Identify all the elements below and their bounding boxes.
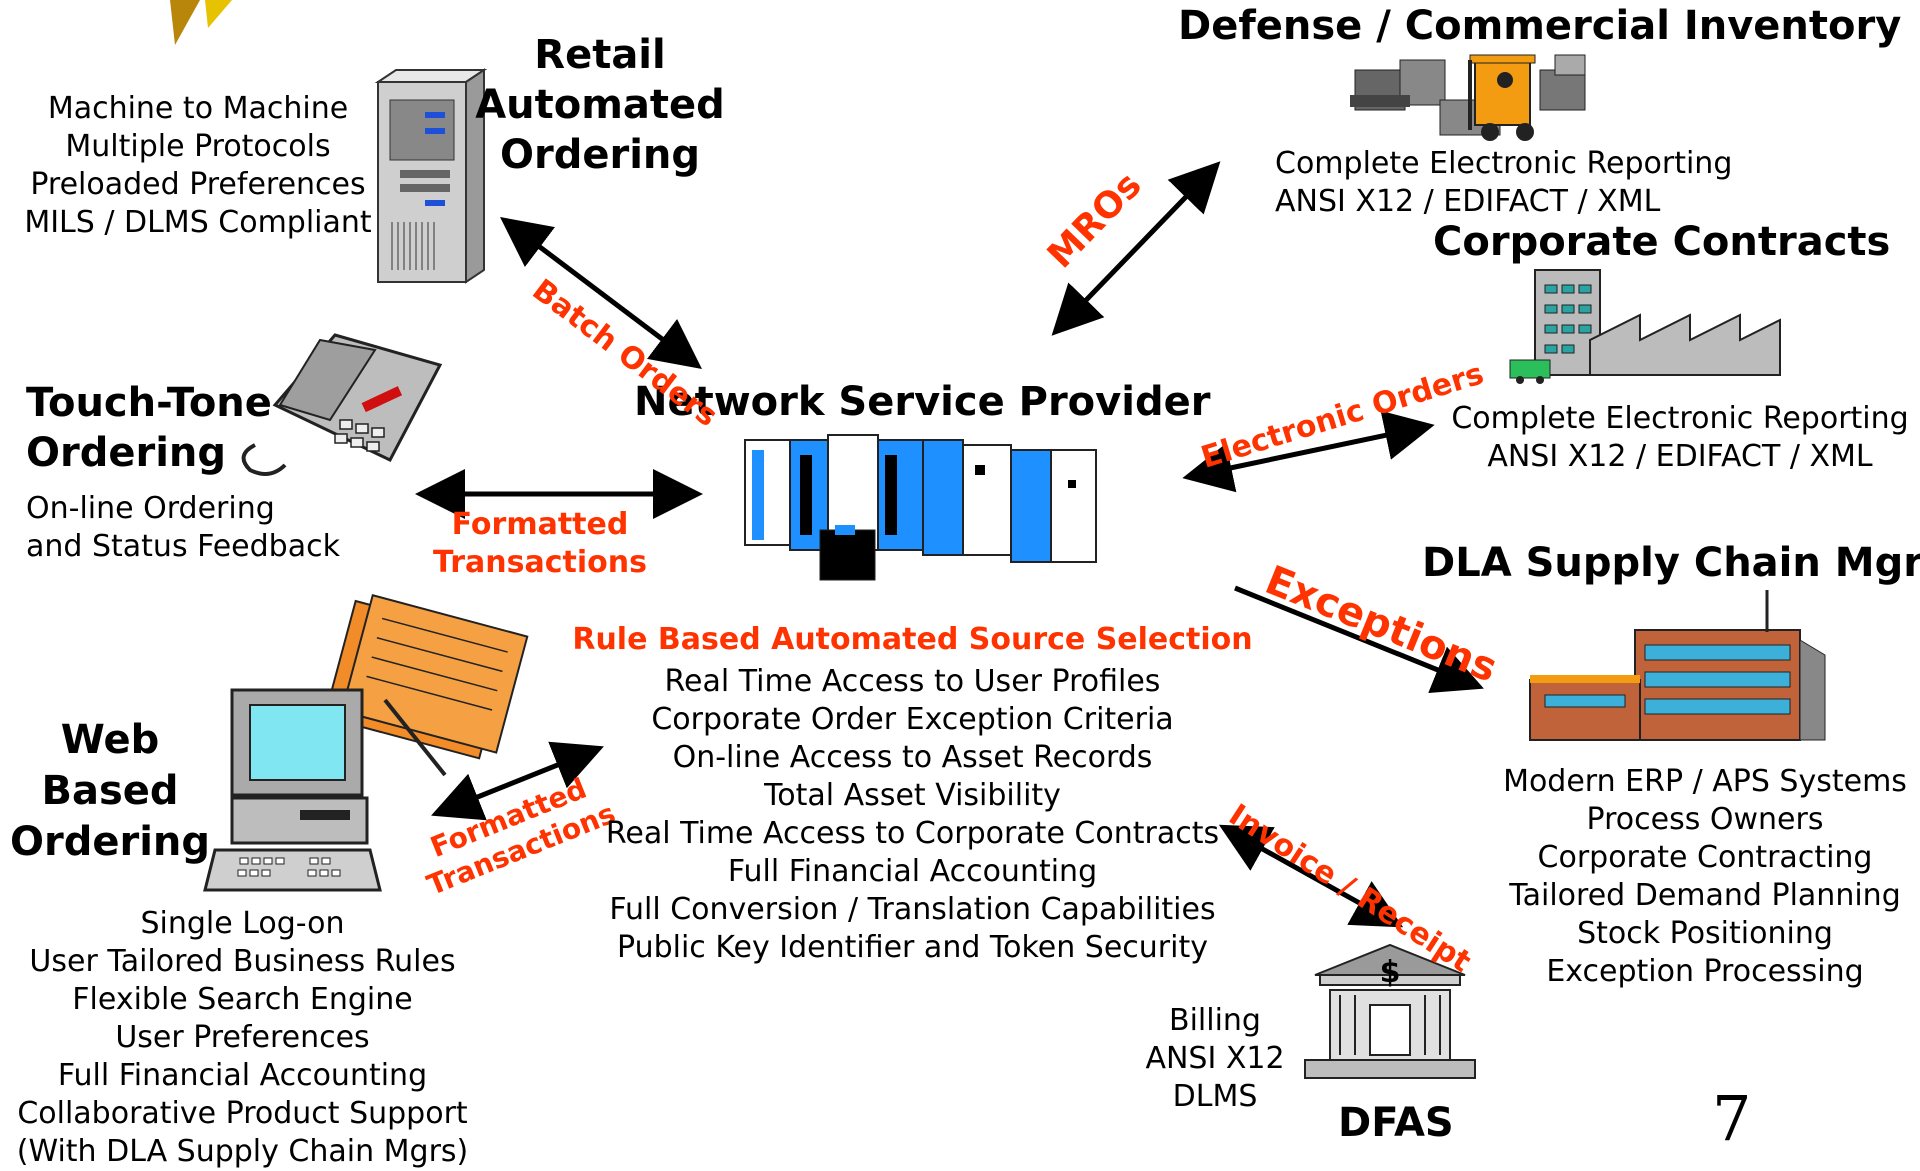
dla-features: Modern ERP / APS Systems Process Owners … bbox=[1480, 763, 1920, 991]
arrow-web bbox=[431, 741, 604, 821]
dla-feature: Stock Positioning bbox=[1577, 916, 1833, 951]
nsp-feature: Corporate Order Exception Criteria bbox=[651, 702, 1174, 737]
inventory-title: Defense / Commercial Inventory bbox=[1178, 3, 1902, 49]
mainframe-icon bbox=[744, 434, 1097, 581]
svg-text:$: $ bbox=[1380, 955, 1401, 990]
dfas-feature: ANSI X12 bbox=[1145, 1041, 1285, 1076]
inventory-feature: Complete Electronic Reporting bbox=[1275, 146, 1733, 181]
web-title-line: Based bbox=[41, 768, 179, 814]
arrow-exceptions bbox=[1234, 585, 1484, 694]
contracts-title: Corporate Contracts bbox=[1433, 219, 1891, 265]
retail-title-line: Ordering bbox=[499, 132, 701, 178]
nsp-feature: Public Key Identifier and Token Security bbox=[617, 930, 1208, 965]
web-feature: Single Log-on bbox=[140, 906, 345, 941]
nsp-feature: Real Time Access to Corporate Contracts bbox=[605, 816, 1220, 851]
touchtone-features: On-line Ordering and Status Feedback bbox=[26, 490, 340, 566]
web-feature: Full Financial Accounting bbox=[57, 1058, 428, 1093]
dfas-feature: Billing bbox=[1169, 1003, 1261, 1038]
nsp-title: Network Service Provider bbox=[634, 379, 1211, 425]
contracts-feature: ANSI X12 / EDIFACT / XML bbox=[1487, 439, 1873, 474]
nsp-feature: Real Time Access to User Profiles bbox=[664, 664, 1161, 699]
retail-feature: MILS / DLMS Compliant bbox=[24, 205, 372, 240]
touchtone-feature: On-line Ordering bbox=[26, 491, 275, 526]
inventory-features: Complete Electronic Reporting ANSI X12 /… bbox=[1275, 145, 1732, 221]
nsp-subtitle: Rule Based Automated Source Selection bbox=[572, 622, 1253, 657]
contracts-feature: Complete Electronic Reporting bbox=[1451, 401, 1909, 436]
retail-features: Machine to Machine Multiple Protocols Pr… bbox=[8, 90, 388, 242]
retail-feature: Preloaded Preferences bbox=[30, 167, 366, 202]
dfas-features: Billing ANSI X12 DLMS bbox=[1130, 1002, 1300, 1116]
web-title-line: Ordering bbox=[9, 819, 211, 865]
dla-feature: Corporate Contracting bbox=[1537, 840, 1873, 875]
nsp-feature: On-line Access to Asset Records bbox=[672, 740, 1153, 775]
retail-title-line: Automated bbox=[475, 82, 725, 128]
formatted-transactions-label: Formatted Transactions bbox=[420, 506, 660, 582]
web-title: Web Based Ordering bbox=[0, 715, 220, 868]
telephone-icon bbox=[241, 333, 443, 476]
retail-feature: Multiple Protocols bbox=[65, 129, 331, 164]
dfas-title: DFAS bbox=[1338, 1100, 1454, 1146]
bank-icon: $ bbox=[1304, 943, 1476, 1079]
logo-fragment-icon bbox=[170, 0, 232, 45]
web-feature: Flexible Search Engine bbox=[72, 982, 413, 1017]
web-feature: (With DLA Supply Chain Mgrs) bbox=[16, 1134, 469, 1169]
factory-icon bbox=[1509, 269, 1781, 384]
web-features: Single Log-on User Tailored Business Rul… bbox=[0, 905, 485, 1171]
arrows bbox=[415, 161, 1484, 928]
computer-icon bbox=[203, 593, 529, 892]
nsp-feature: Full Financial Accounting bbox=[727, 854, 1098, 889]
retail-title: Retail Automated Ordering bbox=[470, 30, 730, 180]
dla-title: DLA Supply Chain Mgrs bbox=[1422, 540, 1920, 586]
nsp-feature: Total Asset Visibility bbox=[764, 778, 1061, 813]
touchtone-feature: and Status Feedback bbox=[26, 529, 340, 564]
retail-feature: Machine to Machine bbox=[47, 91, 349, 126]
server-tower-icon bbox=[374, 68, 488, 284]
dla-feature: Exception Processing bbox=[1546, 954, 1864, 989]
dla-feature: Modern ERP / APS Systems bbox=[1503, 764, 1907, 799]
touchtone-title-line: Ordering bbox=[26, 430, 227, 476]
arrow-batch-orders bbox=[500, 216, 702, 370]
touchtone-title: Touch-Tone Ordering bbox=[26, 378, 272, 478]
page-number: 7 bbox=[1712, 1082, 1752, 1155]
web-feature: Collaborative Product Support bbox=[17, 1096, 468, 1131]
label-line: Transactions bbox=[433, 545, 647, 580]
dfas-feature: DLMS bbox=[1172, 1079, 1258, 1114]
touchtone-title-line: Touch-Tone bbox=[26, 380, 272, 426]
dla-building-icon bbox=[1529, 590, 1826, 741]
arrow-mros bbox=[1051, 161, 1221, 336]
nsp-feature: Full Conversion / Translation Capabiliti… bbox=[609, 892, 1216, 927]
inventory-feature: ANSI X12 / EDIFACT / XML bbox=[1275, 184, 1661, 219]
web-feature: User Tailored Business Rules bbox=[29, 944, 456, 979]
arrow-electronic-orders bbox=[1182, 410, 1435, 493]
nsp-features: Real Time Access to User Profiles Corpor… bbox=[540, 663, 1285, 967]
web-title-line: Web bbox=[60, 717, 160, 763]
dla-feature: Process Owners bbox=[1586, 802, 1824, 837]
retail-title-line: Retail bbox=[534, 32, 666, 78]
dla-feature: Tailored Demand Planning bbox=[1509, 878, 1901, 913]
label-line: Formatted bbox=[451, 507, 629, 542]
arrow-invoice bbox=[1218, 824, 1404, 928]
contracts-features: Complete Electronic Reporting ANSI X12 /… bbox=[1430, 400, 1920, 476]
web-feature: User Preferences bbox=[115, 1020, 370, 1055]
forklift-inventory-icon bbox=[1350, 54, 1586, 141]
